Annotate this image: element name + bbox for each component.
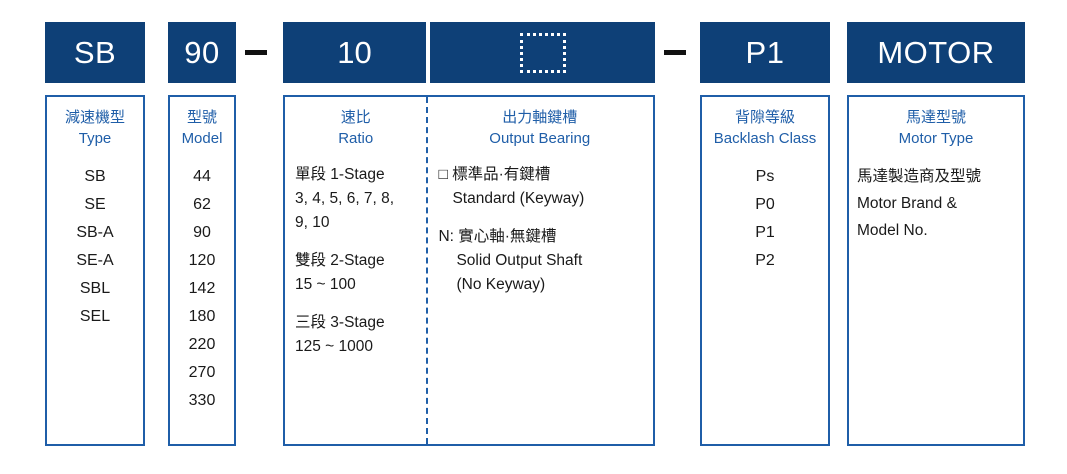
list-item: 90 (193, 224, 211, 241)
list-item: SB-A (76, 224, 114, 241)
column-backlash-class-title-cn: 背隙等級 (734, 109, 795, 126)
header-box-output-bearing[interactable] (430, 22, 655, 83)
column-model-list: 44 62 90 120 142 180 220 270 330 (170, 149, 234, 415)
ratio-line: 3, 4, 5, 6, 7, 8, (295, 190, 395, 207)
motor-type-line: 馬達製造商及型號 (857, 168, 982, 185)
column-model: 型號 Model 44 62 90 120 142 180 220 270 33… (168, 95, 236, 446)
column-ratio: 速比 Ratio 單段 1-Stage 3, 4, 5, 6, 7, 8, 9,… (285, 97, 426, 444)
column-motor-type-text: 馬達製造商及型號 Motor Brand & Model No. (849, 149, 1023, 244)
column-motor-type: 馬達型號 Motor Type 馬達製造商及型號 Motor Brand & M… (847, 95, 1025, 446)
header-box-motor-type[interactable]: MOTOR (847, 22, 1025, 83)
spacer (438, 211, 653, 225)
spacer (295, 235, 426, 249)
dashed-divider (426, 97, 429, 444)
list-item: SB (84, 168, 106, 185)
list-item: SBL (79, 280, 111, 297)
output-bearing-line: □ 標準品·有鍵槽 (438, 166, 551, 183)
header-box-ratio-output-group: 10 (283, 22, 655, 83)
column-backlash-class: 背隙等級 Backlash Class Ps P0 P1 P2 (700, 95, 830, 446)
column-ratio-output-group: 速比 Ratio 單段 1-Stage 3, 4, 5, 6, 7, 8, 9,… (283, 95, 655, 446)
ratio-line: 單段 1-Stage (295, 166, 385, 183)
header-white-divider (426, 22, 430, 83)
column-motor-type-title-en: Motor Type (898, 130, 974, 147)
column-type-title-cn: 減速機型 (64, 109, 125, 126)
separator-dash-1 (245, 50, 267, 55)
list-item: 62 (193, 196, 211, 213)
list-item: SE-A (76, 252, 114, 269)
column-backlash-class-list: Ps P0 P1 P2 (702, 149, 828, 275)
list-item: SEL (79, 308, 111, 325)
list-item: 44 (193, 168, 211, 185)
column-ratio-text: 單段 1-Stage 3, 4, 5, 6, 7, 8, 9, 10 雙段 2-… (285, 149, 426, 359)
list-item: Ps (755, 168, 775, 185)
list-item: P1 (755, 224, 775, 241)
column-ratio-title-en: Ratio (338, 130, 374, 147)
ratio-line: 15 ~ 100 (295, 276, 356, 293)
header-box-ratio[interactable]: 10 (283, 22, 426, 83)
column-output-bearing-text: □ 標準品·有鍵槽 Standard (Keyway) N: 實心軸·無鍵槽 S… (426, 149, 653, 297)
motor-type-line: Model No. (857, 222, 928, 239)
output-bearing-line: Standard (Keyway) (452, 190, 585, 207)
column-model-title: 型號 Model (170, 97, 234, 149)
column-model-title-cn: 型號 (186, 109, 217, 126)
ratio-line: 三段 3-Stage (295, 314, 385, 331)
list-item: 180 (188, 308, 216, 325)
spacer (295, 297, 426, 311)
column-output-bearing-title: 出力軸鍵槽 Output Bearing (426, 97, 653, 149)
ratio-line: 9, 10 (295, 214, 330, 231)
column-ratio-title: 速比 Ratio (285, 97, 426, 149)
column-model-title-en: Model (181, 130, 223, 147)
column-output-bearing-title-cn: 出力軸鍵槽 (502, 109, 578, 126)
motor-type-line: Motor Brand & (857, 195, 957, 212)
column-output-bearing: 出力軸鍵槽 Output Bearing □ 標準品·有鍵槽 Standard … (426, 97, 653, 444)
list-item: SE (84, 196, 106, 213)
column-type-title: 減速機型 Type (47, 97, 143, 149)
header-box-type-label: SB (73, 35, 117, 70)
column-type-list: SB SE SB-A SE-A SBL SEL (47, 149, 143, 331)
header-box-backlash-class[interactable]: P1 (700, 22, 830, 83)
ratio-line: 125 ~ 1000 (295, 338, 374, 355)
column-motor-type-title: 馬達型號 Motor Type (849, 97, 1023, 149)
column-output-bearing-title-en: Output Bearing (489, 130, 591, 147)
column-type: 減速機型 Type SB SE SB-A SE-A SBL SEL (45, 95, 145, 446)
ratio-line: 雙段 2-Stage (295, 252, 385, 269)
list-item: 220 (188, 336, 216, 353)
column-ratio-title-cn: 速比 (340, 109, 371, 126)
list-item: 142 (188, 280, 216, 297)
output-bearing-line: N: 實心軸·無鍵槽 (438, 228, 557, 245)
header-box-model-label: 90 (184, 35, 220, 70)
column-motor-type-title-cn: 馬達型號 (905, 109, 966, 126)
list-item: 120 (188, 252, 216, 269)
header-box-motor-type-label: MOTOR (877, 35, 995, 70)
output-bearing-line: Solid Output Shaft (456, 252, 583, 269)
list-item: 330 (188, 392, 216, 409)
header-box-backlash-class-label: P1 (745, 35, 785, 70)
separator-dash-2 (664, 50, 686, 55)
column-type-title-en: Type (78, 130, 112, 147)
header-box-type[interactable]: SB (45, 22, 145, 83)
dotted-square-placeholder-icon (519, 32, 566, 73)
column-backlash-class-title: 背隙等級 Backlash Class (702, 97, 828, 149)
header-box-ratio-label: 10 (337, 35, 372, 70)
list-item: 270 (188, 364, 216, 381)
list-item: P0 (755, 196, 775, 213)
column-backlash-class-title-en: Backlash Class (713, 130, 817, 147)
header-box-model[interactable]: 90 (168, 22, 236, 83)
output-bearing-line: (No Keyway) (456, 276, 546, 293)
list-item: P2 (755, 252, 775, 269)
